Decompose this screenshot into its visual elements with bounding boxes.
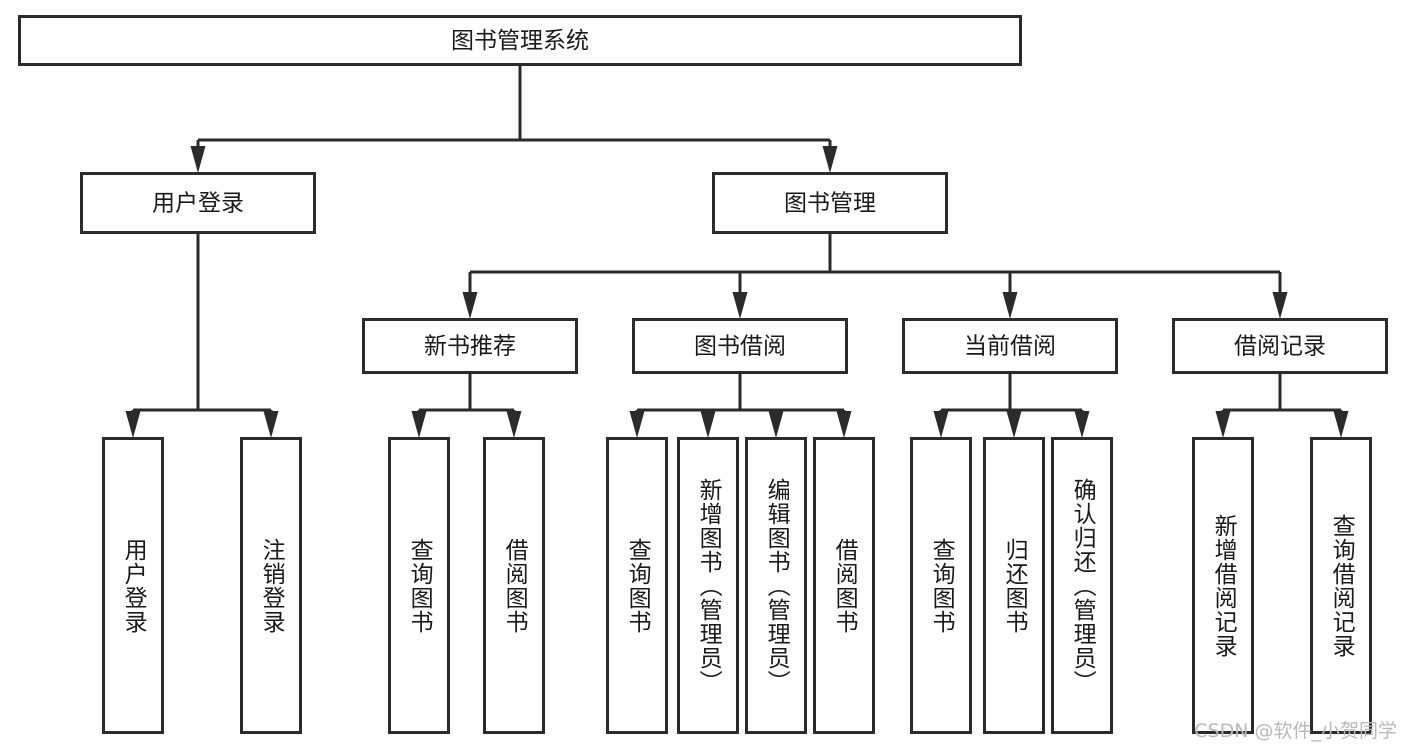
diagram-node-current[interactable]: 当前借阅 <box>902 318 1118 374</box>
arrow-head-icon <box>768 411 784 438</box>
diagram-node-leaf-query-book-2[interactable] <box>606 437 668 734</box>
node-box <box>606 437 668 734</box>
node-box <box>1192 437 1254 734</box>
arrow-head-icon <box>1002 292 1018 319</box>
node-box <box>902 318 1118 374</box>
arrow-head-icon <box>1333 411 1349 438</box>
node-box <box>1310 437 1372 734</box>
node-box <box>677 437 739 734</box>
diagram-node-login[interactable]: 用户登录 <box>80 172 316 234</box>
diagram-node-records[interactable]: 借阅记录 <box>1172 318 1388 374</box>
arrow-head-icon <box>263 411 279 438</box>
node-label: 当前借阅 <box>964 334 1056 360</box>
arrow-head-icon <box>822 146 838 173</box>
arrow-head-icon <box>125 411 141 438</box>
node-box <box>910 437 972 734</box>
arrow-head-icon <box>506 411 522 438</box>
diagram-node-leaf-add-book[interactable] <box>677 437 739 734</box>
connector-layer <box>125 66 1349 438</box>
node-box <box>632 318 848 374</box>
arrow-head-icon <box>836 411 852 438</box>
node-label: 借阅记录 <box>1234 334 1326 360</box>
node-box <box>483 437 545 734</box>
watermark-text: CSDN @软件_小贺同学 <box>1194 720 1397 742</box>
arrow-head-icon <box>629 411 645 438</box>
node-label: 图书管理系统 <box>451 28 589 54</box>
diagram-node-leaf-query-book-1[interactable] <box>388 437 450 734</box>
arrow-head-icon <box>411 411 427 438</box>
node-box <box>362 318 578 374</box>
arrow-head-icon <box>1006 411 1022 438</box>
arrow-head-icon <box>700 411 716 438</box>
node-box <box>18 15 1022 66</box>
diagram-node-newbook[interactable]: 新书推荐 <box>362 318 578 374</box>
node-box <box>1172 318 1388 374</box>
arrow-head-icon <box>933 411 949 438</box>
node-box <box>813 437 875 734</box>
node-box <box>712 172 948 234</box>
diagram-node-leaf-confirm-return[interactable] <box>1051 437 1113 734</box>
node-label: 图书借阅 <box>694 334 786 360</box>
diagram-node-leaf-edit-book[interactable] <box>745 437 807 734</box>
node-box <box>1051 437 1113 734</box>
diagram-node-bookmgmt[interactable]: 图书管理 <box>712 172 948 234</box>
diagram-node-leaf-query-record[interactable] <box>1310 437 1372 734</box>
diagram-node-leaf-add-record[interactable] <box>1192 437 1254 734</box>
diagram-node-leaf-user-login[interactable] <box>102 437 164 734</box>
diagram-node-borrow[interactable]: 图书借阅 <box>632 318 848 374</box>
diagram-node-leaf-borrow-book-1[interactable] <box>483 437 545 734</box>
node-box <box>80 172 316 234</box>
node-box <box>240 437 302 734</box>
diagram-node-leaf-query-book-3[interactable] <box>910 437 972 734</box>
diagram-node-leaf-return-book[interactable] <box>983 437 1045 734</box>
node-box <box>983 437 1045 734</box>
node-label: 图书管理 <box>784 191 876 217</box>
arrow-head-icon <box>462 292 478 319</box>
diagram-node-leaf-logout[interactable] <box>240 437 302 734</box>
node-box <box>388 437 450 734</box>
arrow-head-icon <box>1272 292 1288 319</box>
node-box <box>745 437 807 734</box>
node-label: 用户登录 <box>152 191 244 217</box>
diagram-node-root[interactable]: 图书管理系统 <box>18 15 1022 66</box>
arrow-head-icon <box>732 292 748 319</box>
node-label: 新书推荐 <box>424 334 516 360</box>
arrow-head-icon <box>190 146 206 173</box>
arrow-head-icon <box>1215 411 1231 438</box>
diagram-node-leaf-borrow-book-2[interactable] <box>813 437 875 734</box>
arrow-head-icon <box>1074 411 1090 438</box>
node-box <box>102 437 164 734</box>
